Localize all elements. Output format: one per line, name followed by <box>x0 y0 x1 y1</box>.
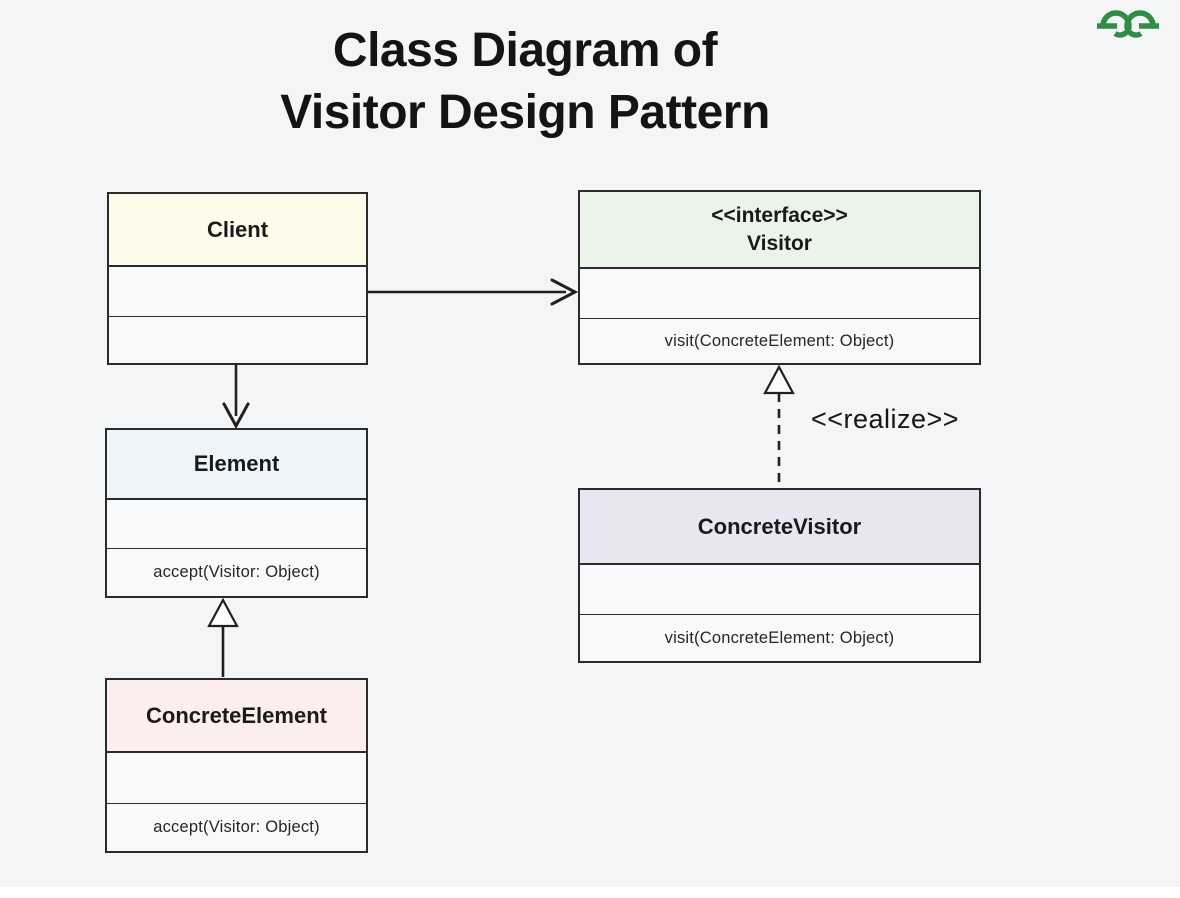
bottom-white-strip <box>0 887 1180 898</box>
class-box-concrete-visitor: ConcreteVisitor visit(ConcreteElement: O… <box>578 488 981 663</box>
class-name: Visitor <box>747 231 812 255</box>
methods-compartment: accept(Visitor: Object) <box>107 804 366 851</box>
page-title-line2: Visitor Design Pattern <box>280 86 770 140</box>
class-name: ConcreteElement <box>146 702 327 728</box>
class-header-element: Element <box>107 430 366 500</box>
attributes-compartment <box>580 269 979 319</box>
page-title-line1: Class Diagram of <box>332 24 718 77</box>
class-name: Client <box>206 216 269 242</box>
methods-compartment: visit(ConcreteElement: Object) <box>580 319 979 363</box>
geeksforgeeks-logo-icon <box>1093 7 1163 41</box>
class-box-visitor: <<interface>> Visitor visit(ConcreteElem… <box>578 190 981 365</box>
methods-compartment <box>109 317 366 363</box>
class-box-client: Client <box>107 192 368 365</box>
arrowhead-down-icon <box>222 402 250 430</box>
attributes-compartment <box>107 753 366 804</box>
class-header-concrete-visitor: ConcreteVisitor <box>580 490 979 565</box>
class-header-client: Client <box>109 194 366 267</box>
stereotype-label: <<interface>> <box>711 204 848 228</box>
methods-compartment: accept(Visitor: Object) <box>107 549 366 596</box>
generalization-concrete-element-element <box>207 597 239 677</box>
class-header-visitor: <<interface>> Visitor <box>580 192 979 269</box>
methods-compartment: visit(ConcreteElement: Object) <box>580 615 979 661</box>
method-text: visit(ConcreteElement: Object) <box>664 628 895 647</box>
arrowhead-right-icon <box>550 278 579 306</box>
association-client-element <box>222 365 250 430</box>
page-title: Class Diagram of Visitor Design Pattern <box>25 20 1025 145</box>
method-text: accept(Visitor: Object) <box>153 563 320 581</box>
association-client-visitor <box>368 278 579 306</box>
hollow-triangle-icon <box>763 364 795 395</box>
attributes-compartment <box>107 500 366 549</box>
hollow-triangle-icon <box>207 597 239 628</box>
class-name: ConcreteVisitor <box>697 513 862 539</box>
class-header-concrete-element: ConcreteElement <box>107 680 366 753</box>
method-text: visit(ConcreteElement: Object) <box>664 331 895 350</box>
realize-stereotype-label: <<realize>> <box>810 404 960 434</box>
realization-concrete-visitor-visitor <box>763 364 795 487</box>
attributes-compartment <box>109 267 366 317</box>
class-box-element: Element accept(Visitor: Object) <box>105 428 368 598</box>
class-name: Element <box>193 451 280 476</box>
attributes-compartment <box>580 565 979 615</box>
method-text: accept(Visitor: Object) <box>153 818 320 836</box>
class-box-concrete-element: ConcreteElement accept(Visitor: Object) <box>105 678 368 853</box>
